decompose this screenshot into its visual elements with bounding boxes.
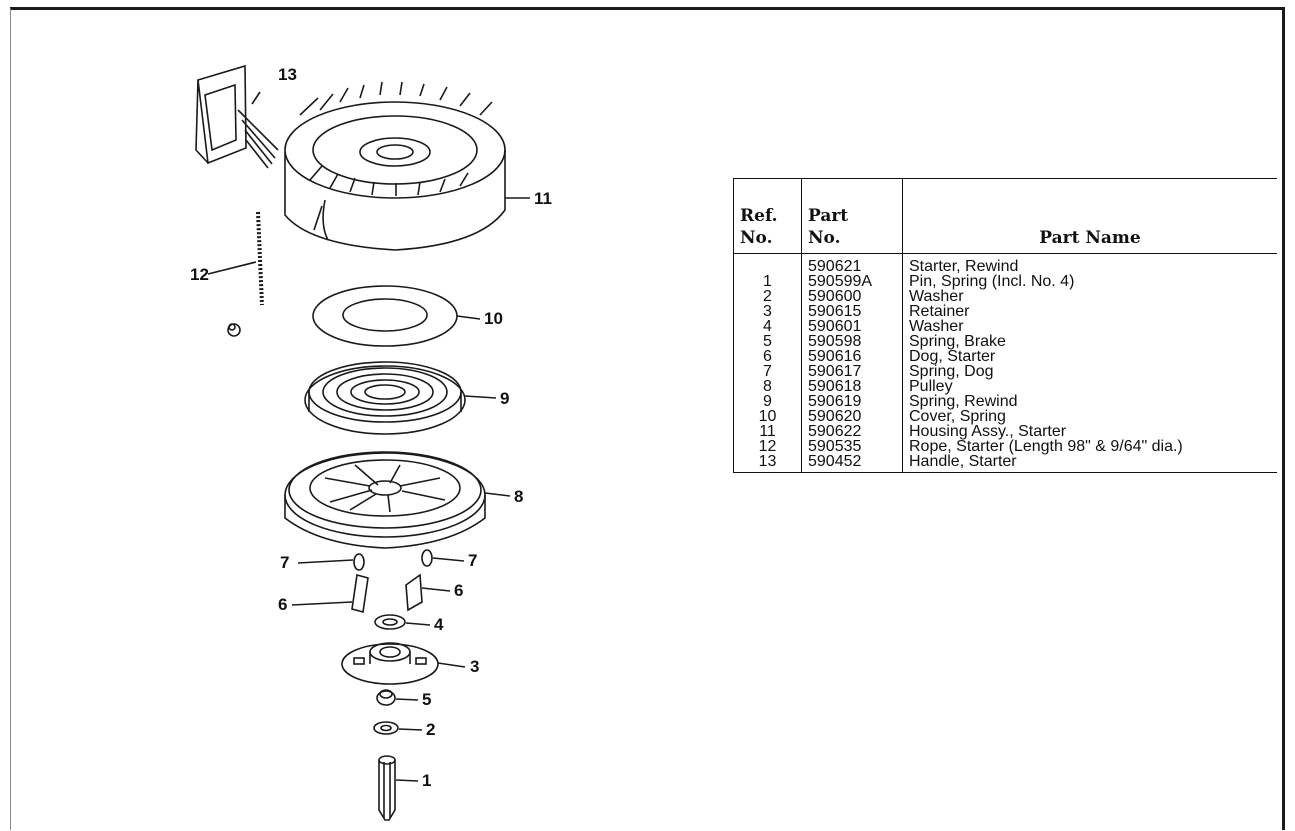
callout-13: 13 <box>278 65 297 84</box>
header-part-line2: No. <box>808 228 841 248</box>
callout-11: 11 <box>534 189 552 208</box>
part-no-cell: 590621 <box>801 253 903 274</box>
header-ref-line2: No. <box>740 228 773 248</box>
ref-no-cell: 2 <box>733 289 802 305</box>
header-ref-line1: Ref. <box>740 206 778 226</box>
part-no-cell: 590601 <box>801 319 903 335</box>
part-name-cell: Retainer <box>909 303 970 320</box>
callout-10: 10 <box>484 309 503 328</box>
part-spring-cover <box>312 285 481 347</box>
ref-no-cell: 5 <box>733 334 802 350</box>
part-rewind-spring <box>304 361 497 435</box>
ref-no-cell: 9 <box>733 394 802 410</box>
callout-6-left: 6 <box>278 595 288 614</box>
part-name-cell: Pin, Spring (Incl. No. 4) <box>909 273 1075 290</box>
ref-no-cell: 11 <box>733 424 802 440</box>
callout-8: 8 <box>514 487 524 506</box>
part-name-cell: Spring, Dog <box>909 363 994 380</box>
ref-no-cell <box>733 253 802 274</box>
part-spring-pin <box>378 755 419 821</box>
part-housing <box>284 81 530 251</box>
part-no-cell: 590616 <box>801 349 903 365</box>
part-name-cell: Rope, Starter (Length 98" & 9/64" dia.) <box>909 438 1183 455</box>
part-no-cell: 590620 <box>801 409 903 425</box>
page-frame <box>10 7 1285 830</box>
ref-no-cell: 1 <box>733 274 802 290</box>
part-no-cell: 590618 <box>801 379 903 395</box>
callout-4: 4 <box>434 615 444 634</box>
part-no-cell: 590617 <box>801 364 903 380</box>
callout-2: 2 <box>426 720 436 739</box>
ref-no-cell: 12 <box>733 439 802 455</box>
diagram-drawing <box>195 64 530 821</box>
part-retainer <box>341 642 466 685</box>
part-pulley <box>284 451 511 549</box>
ref-no-cell: 8 <box>733 379 802 395</box>
part-handle <box>195 64 279 169</box>
ref-no-cell: 10 <box>733 409 802 425</box>
part-name-cell: Starter, Rewind <box>909 258 1019 275</box>
part-no-cell: 590622 <box>801 424 903 440</box>
part-name-cell: Washer <box>909 318 964 335</box>
parts-table: Ref. No. Part No. Part Name 590621 Starte… <box>733 178 1277 473</box>
part-no-cell: 590535 <box>801 439 903 455</box>
ref-no-cell: 7 <box>733 364 802 380</box>
callout-9: 9 <box>500 389 510 408</box>
part-starter-dogs <box>291 573 451 614</box>
part-dog-springs <box>297 549 465 571</box>
callout-6-right: 6 <box>454 581 464 600</box>
header-part-name: Part Name <box>902 178 1277 254</box>
part-name-cell: Handle, Starter <box>902 454 1277 473</box>
part-brake-spring <box>376 689 419 706</box>
table-header-row: Ref. No. Part No. Part Name <box>733 178 1277 254</box>
callout-12: 12 <box>190 265 209 284</box>
part-no-cell: 590619 <box>801 394 903 410</box>
part-name-cell: Spring, Brake <box>909 333 1006 350</box>
part-no-cell: 590598 <box>801 334 903 350</box>
part-rope <box>207 211 264 337</box>
callout-1: 1 <box>422 771 432 790</box>
ref-no-cell: 4 <box>733 319 802 335</box>
part-name-cell: Dog, Starter <box>909 348 996 365</box>
part-no-cell: 590615 <box>801 304 903 320</box>
part-name-cell: Washer <box>909 288 964 305</box>
exploded-diagram: 13 11 12 10 9 8 7 7 6 6 4 3 5 2 1 <box>150 40 710 830</box>
header-ref-no: Ref. No. <box>733 178 802 254</box>
callout-5: 5 <box>422 690 432 709</box>
header-part-no: Part No. <box>801 178 903 254</box>
ref-no-cell: 6 <box>733 349 802 365</box>
part-washer-4 <box>374 614 431 630</box>
ref-no-cell: 3 <box>733 304 802 320</box>
part-no-cell: 590452 <box>801 454 903 473</box>
part-washer-2 <box>373 721 423 735</box>
callout-7-left: 7 <box>280 553 290 572</box>
part-no-cell: 590599A <box>801 274 903 290</box>
callout-7-right: 7 <box>468 551 478 570</box>
ref-no-cell: 13 <box>733 454 802 473</box>
part-name-cell: Housing Assy., Starter <box>909 423 1067 440</box>
table-row: 590621 Starter, Rewind <box>733 253 1278 275</box>
part-name-cell: Spring, Rewind <box>909 393 1018 410</box>
header-part-line1: Part <box>808 206 849 226</box>
part-name-cell: Pulley <box>909 378 953 395</box>
part-no-cell: 590600 <box>801 289 903 305</box>
callout-3: 3 <box>470 657 480 676</box>
header-name-text: Part Name <box>1039 228 1141 248</box>
part-name-cell: Cover, Spring <box>909 408 1006 425</box>
